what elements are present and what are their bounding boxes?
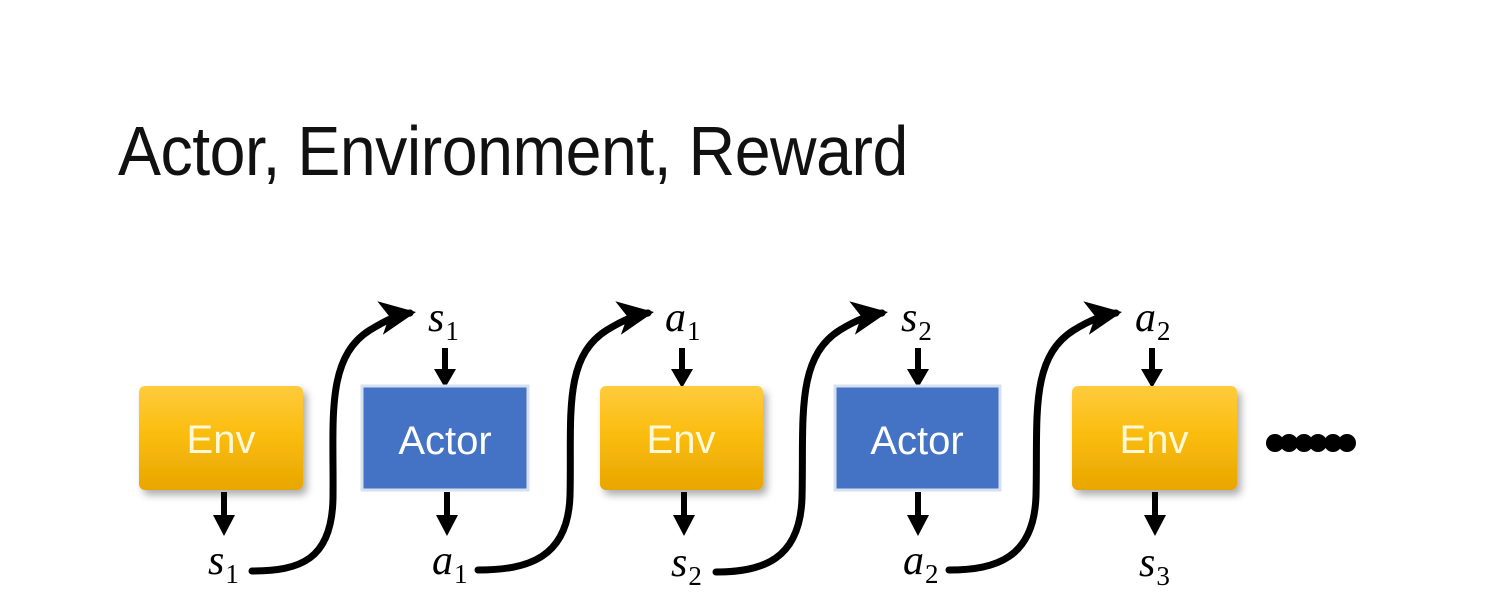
label-bottom-a1-sub: 1 <box>454 559 468 589</box>
arrow-env3-to-s3 <box>1144 492 1166 536</box>
arrow-a1-to-env2 <box>671 348 693 388</box>
label-bottom-s1: s1 <box>208 538 239 589</box>
arrow-actor1-to-a1 <box>436 492 458 536</box>
connector-s1-bottom-to-s1-top <box>248 301 416 575</box>
box-env-1[interactable]: Env <box>139 386 303 490</box>
label-bottom-s2-base: s <box>671 540 687 586</box>
label-top-s2-base: s <box>901 295 917 341</box>
label-top-a1-sub: 1 <box>687 316 701 346</box>
arrow-s1-to-actor1 <box>434 348 456 388</box>
ellipsis-icon <box>1266 434 1356 452</box>
label-top-s2: s2 <box>901 295 932 346</box>
label-bottom-s2-sub: 2 <box>688 561 702 591</box>
box-env-1-shape[interactable] <box>139 386 303 490</box>
box-env-2[interactable]: Env <box>600 386 763 490</box>
label-bottom-s2: s2 <box>671 540 702 591</box>
label-top-a2-sub: 2 <box>1157 316 1171 346</box>
box-actor-2-shape[interactable] <box>833 384 1002 492</box>
box-env-1-label: Env <box>187 418 256 462</box>
box-actor-1-label: Actor <box>398 419 491 463</box>
label-bottom-a1: a1 <box>432 538 468 589</box>
box-actor-2-label: Actor <box>870 419 963 463</box>
box-env-2-shape[interactable] <box>600 386 763 490</box>
connector-s2-bottom-to-s2-top <box>712 301 888 576</box>
box-actor-1[interactable]: Actor <box>360 384 530 492</box>
label-top-a2-base: a <box>1135 295 1156 341</box>
label-top-s1-base: s <box>428 295 444 341</box>
label-bottom-s3-sub: 3 <box>1156 561 1170 591</box>
label-top-a2: a2 <box>1135 295 1171 346</box>
box-env-3-label: Env <box>1120 418 1189 462</box>
label-top-a1-base: a <box>665 295 686 341</box>
label-top-s1: s1 <box>428 295 459 346</box>
connector-a2-bottom-to-a2-top <box>945 301 1122 574</box>
box-env-3[interactable]: Env <box>1072 386 1237 490</box>
label-bottom-a1-base: a <box>432 538 453 584</box>
top-labels: s1 a1 s2 a2 <box>428 295 1171 346</box>
arrow-a2-to-env3 <box>1141 348 1163 388</box>
bottom-labels: s1 a1 s2 a2 s3 <box>208 538 1170 591</box>
arrow-actor2-to-a2 <box>907 492 929 536</box>
arrow-env2-to-s2 <box>673 492 695 536</box>
label-bottom-a2: a2 <box>903 538 939 589</box>
label-top-a1: a1 <box>665 295 701 346</box>
arrow-s2-to-actor2 <box>907 348 929 388</box>
label-bottom-s3: s3 <box>1139 540 1170 591</box>
label-top-s2-sub: 2 <box>918 316 932 346</box>
label-top-s1-sub: 1 <box>445 316 459 346</box>
vertical-arrows <box>213 348 1166 536</box>
label-bottom-a2-sub: 2 <box>925 559 939 589</box>
label-bottom-a2-base: a <box>903 538 924 584</box>
box-actor-1-shape[interactable] <box>360 384 530 492</box>
label-bottom-s1-sub: 1 <box>225 559 239 589</box>
box-env-3-shape[interactable] <box>1072 386 1237 490</box>
label-bottom-s1-base: s <box>208 538 224 584</box>
box-actor-2[interactable]: Actor <box>833 384 1002 492</box>
page-title: Actor, Environment, Reward <box>118 112 908 190</box>
arrow-env1-to-s1 <box>213 492 235 536</box>
curved-connectors <box>248 301 1122 576</box>
label-bottom-s3-base: s <box>1139 540 1155 586</box>
connector-a1-bottom-to-a1-top <box>474 301 654 574</box>
box-env-2-label: Env <box>647 418 716 462</box>
